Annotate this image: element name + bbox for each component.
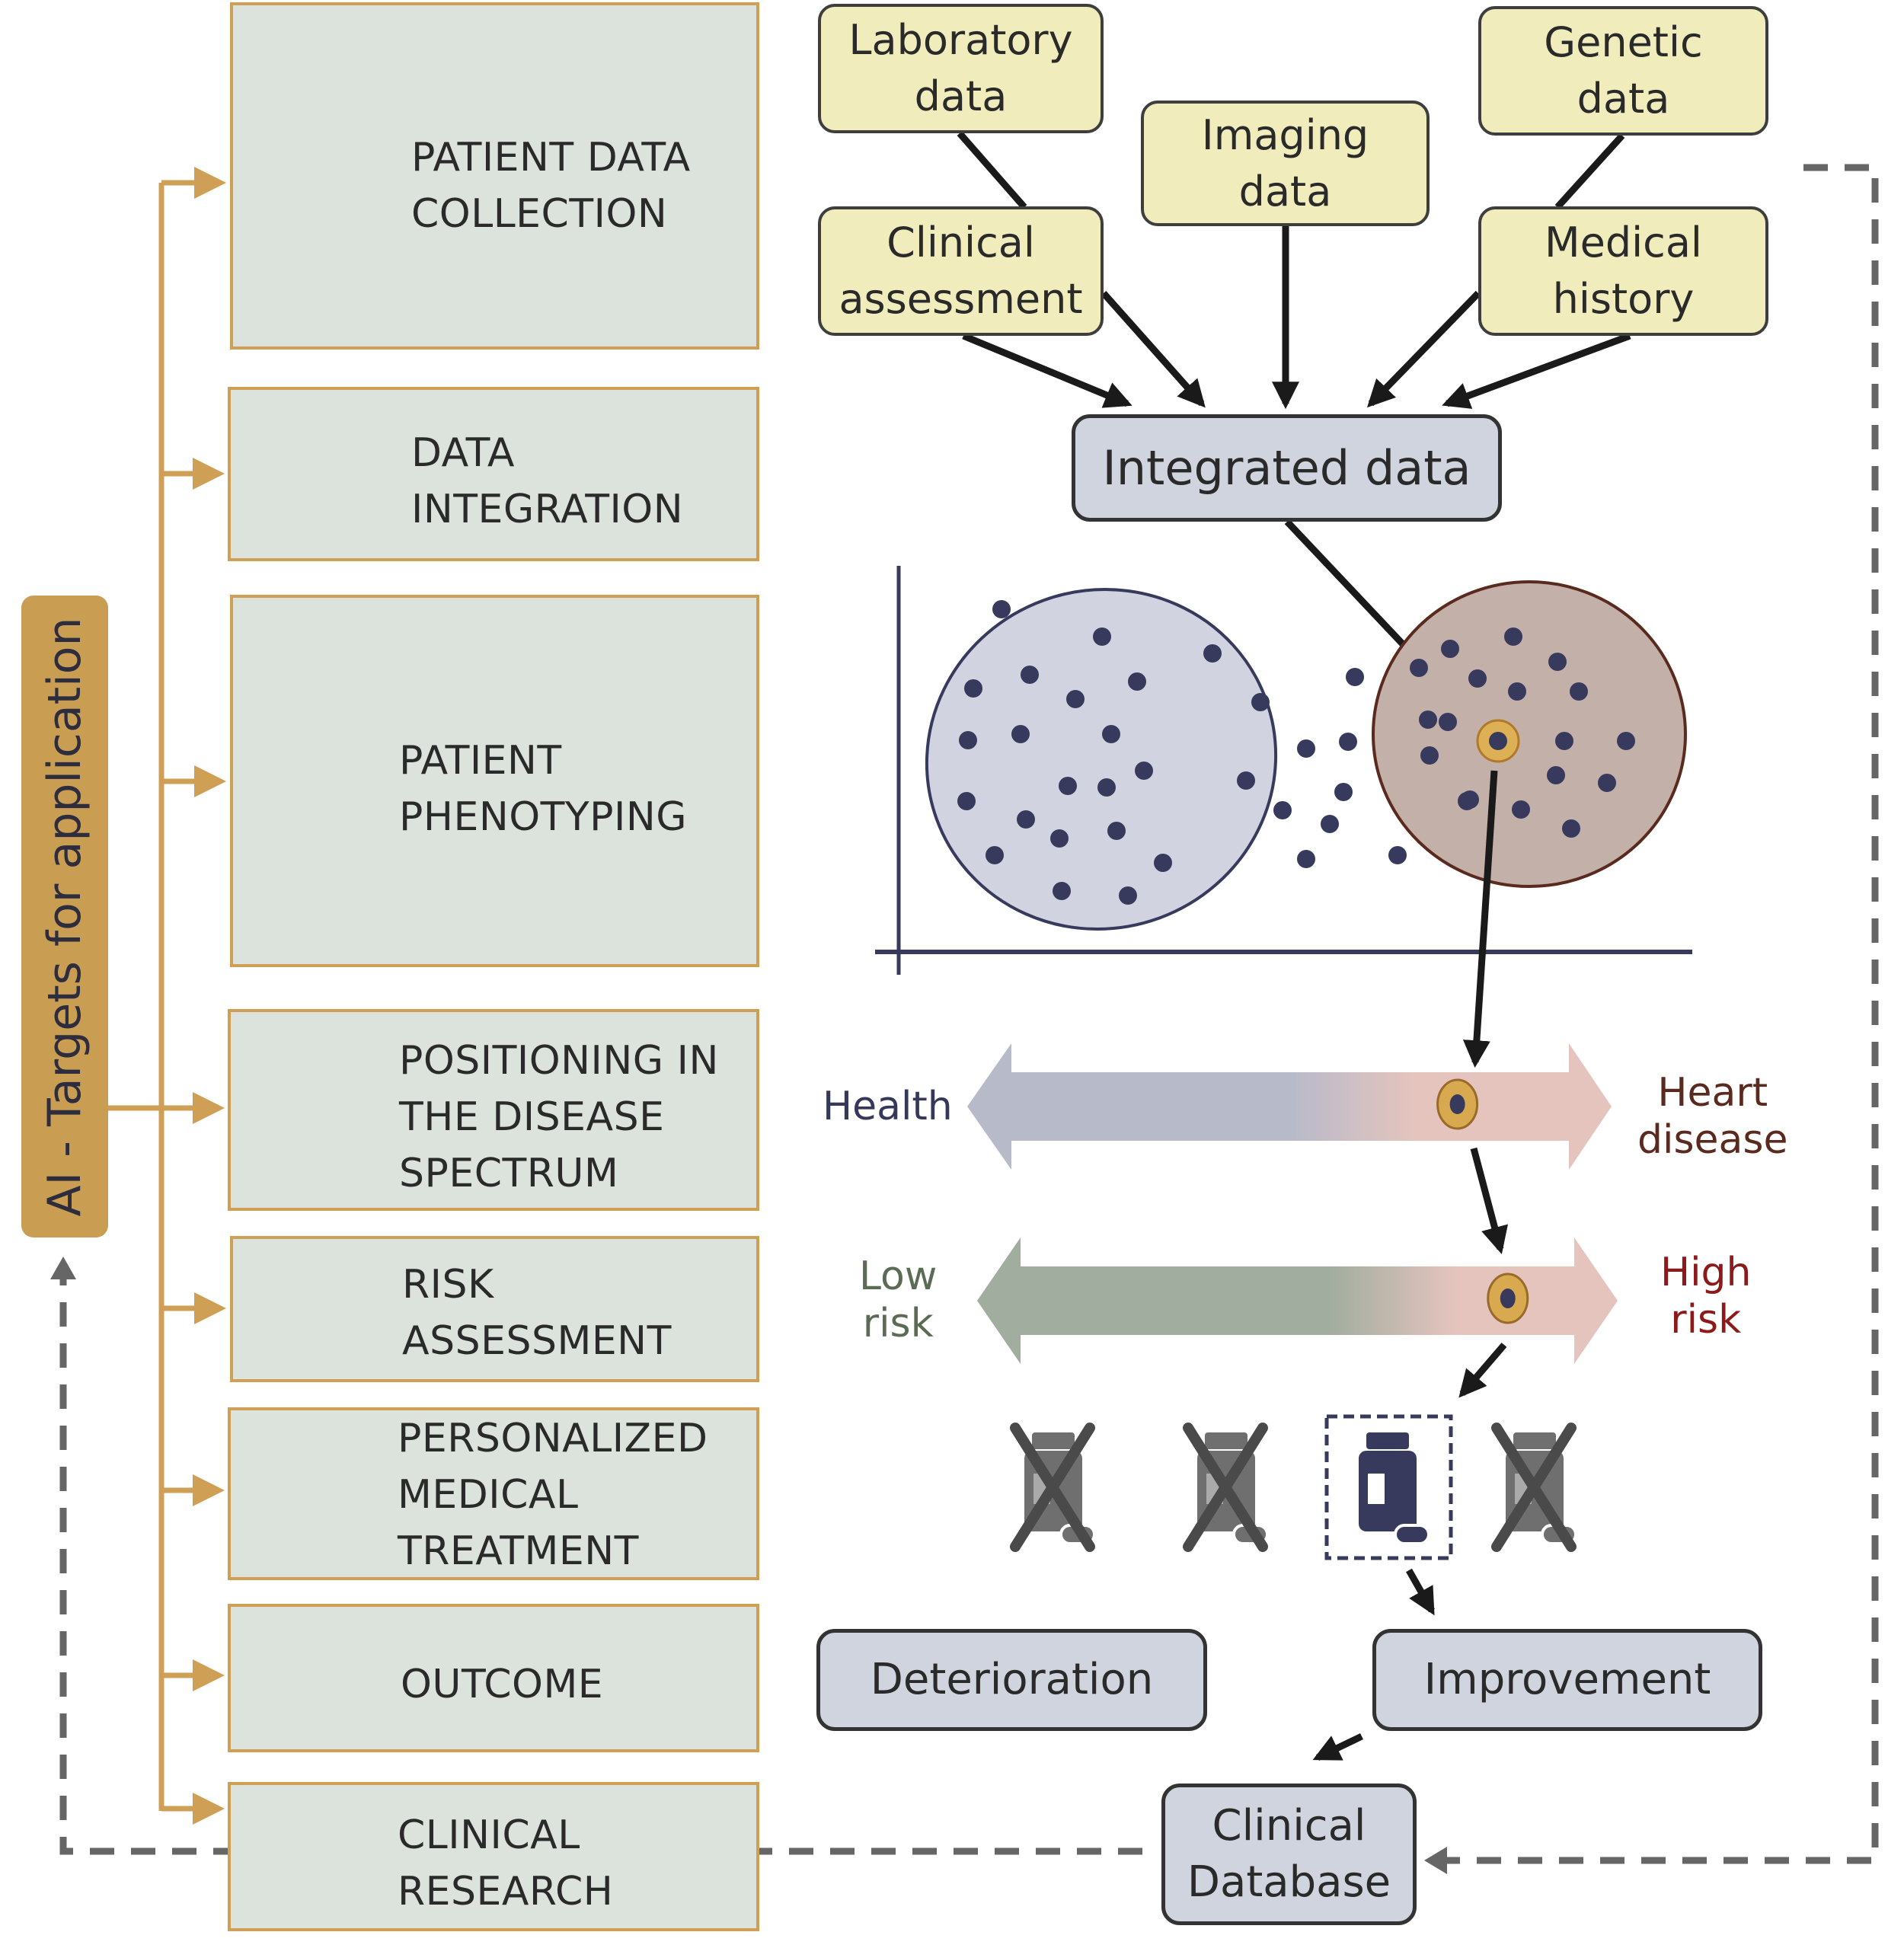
scatter-point [1339,733,1357,751]
scatter-point [1598,774,1616,792]
scatter-point [1107,822,1126,840]
target-outcome[interactable] [228,1604,759,1752]
source-genetic-data[interactable]: Genetic data [1478,6,1768,136]
clinical-database-box[interactable]: Clinical Database [1161,1784,1417,1925]
target-positioning[interactable] [228,1009,759,1211]
scatter-point [964,679,982,698]
scatter-point [1053,882,1071,900]
scatter-point [1512,800,1530,819]
scatter-point [1508,682,1526,701]
target-data-integration[interactable] [228,387,759,561]
target-patient-data-collection[interactable] [230,2,759,350]
scatter-point [1066,690,1085,708]
scatter-point [992,600,1011,618]
scatter-point [1135,762,1153,780]
scatter-point [1346,668,1364,686]
disease-cluster [1372,580,1687,888]
spectrum-low-risk-label: Low risk [859,1253,938,1346]
scatter-point [1021,666,1039,684]
scatter-point [1420,746,1439,765]
integrated-data-box[interactable]: Integrated data [1072,414,1502,522]
scatter-point [1017,810,1035,829]
outcome-improvement[interactable]: Improvement [1372,1629,1762,1731]
scatter-point [1119,886,1137,905]
target-label: PATIENT DATA COLLECTION [411,135,691,237]
target-patient-phenotyping[interactable] [230,595,759,967]
spectrum-health-label: Health [823,1084,953,1129]
source-laboratory-data[interactable]: Laboratory data [818,4,1104,133]
drug-option-1-icon[interactable] [1010,1423,1096,1552]
target-label: PERSONALIZED MEDICAL TREATMENT [398,1416,708,1574]
scatter-point [1555,732,1573,750]
feedback-loop-right [1424,164,1879,1874]
scatter-point [1154,854,1172,872]
scatter-point [1547,766,1565,784]
scatter-point [959,731,977,749]
target-label: PATIENT PHENOTYPING [399,738,688,840]
scatter-point [1050,829,1069,848]
scatter-point [1059,777,1077,795]
source-imaging-data[interactable]: Imaging data [1141,101,1430,226]
disease-spectrum-bar [967,1043,1612,1170]
phenotype-scatter [875,566,1692,975]
scatter-point [1128,672,1146,691]
risk-spectrum-bar [977,1237,1618,1364]
drug-option-4-icon[interactable] [1491,1423,1577,1552]
scatter-point [1097,778,1116,797]
scatter-point [1461,790,1479,809]
scatter-point [1237,771,1255,790]
scatter-point [1504,628,1522,646]
scatter-point [1439,713,1457,731]
source-clinical-assessment[interactable]: Clinical assessment [818,206,1104,336]
scatter-point [1297,850,1315,868]
scatter-point [1410,659,1428,677]
target-label: CLINICAL RESEARCH [398,1812,614,1914]
scatter-point [1388,846,1407,864]
scatter-point [1617,732,1635,750]
scatter-point [1102,725,1120,743]
scatter-point [1548,653,1567,671]
scatter-point [1321,815,1339,833]
target-risk-assessment[interactable] [230,1236,759,1382]
drug-option-2-icon[interactable] [1183,1423,1269,1552]
gold-connector-tree [108,167,226,1825]
target-personalized-treatment[interactable] [228,1407,759,1580]
scatter-point [1251,693,1270,711]
target-label: OUTCOME [401,1662,604,1707]
target-clinical-research[interactable] [228,1782,759,1931]
feedback-loop-left [50,1257,1142,1855]
scatter-point [1441,640,1459,658]
spectrum-high-risk-label: High risk [1660,1250,1752,1343]
outcome-deterioration[interactable]: Deterioration [816,1629,1207,1731]
scatter-point [1011,725,1030,743]
ai-targets-label-text: AI - Targets for application [38,616,91,1217]
drug-option-3-icon[interactable] [1324,1414,1453,1560]
scatter-point [1093,628,1111,646]
ai-targets-label: AI - Targets for application [21,596,108,1237]
selected-treatment-frame [1324,1414,1453,1560]
treatment-options [1010,1414,1577,1560]
target-label: RISK ASSESSMENT [402,1262,672,1364]
healthy-cluster [925,588,1278,931]
flow-arrows [1312,770,1509,1761]
scatter-point [957,792,976,810]
scatter-point [1570,682,1588,701]
scatter-point [1203,644,1222,663]
scatter-point [1273,801,1292,819]
source-medical-history[interactable]: Medical history [1478,206,1768,336]
target-label: DATA INTEGRATION [411,430,684,532]
spectrum-heart-disease-label: Heart disease [1637,1070,1788,1163]
scatter-point [1468,669,1487,688]
target-label: POSITIONING IN THE DISEASE SPECTRUM [399,1038,719,1196]
scatter-point [1419,711,1437,729]
scatter-point [1297,739,1315,758]
scatter-point [1334,783,1353,801]
scatter-point [1562,819,1580,838]
scatter-point [986,846,1004,864]
